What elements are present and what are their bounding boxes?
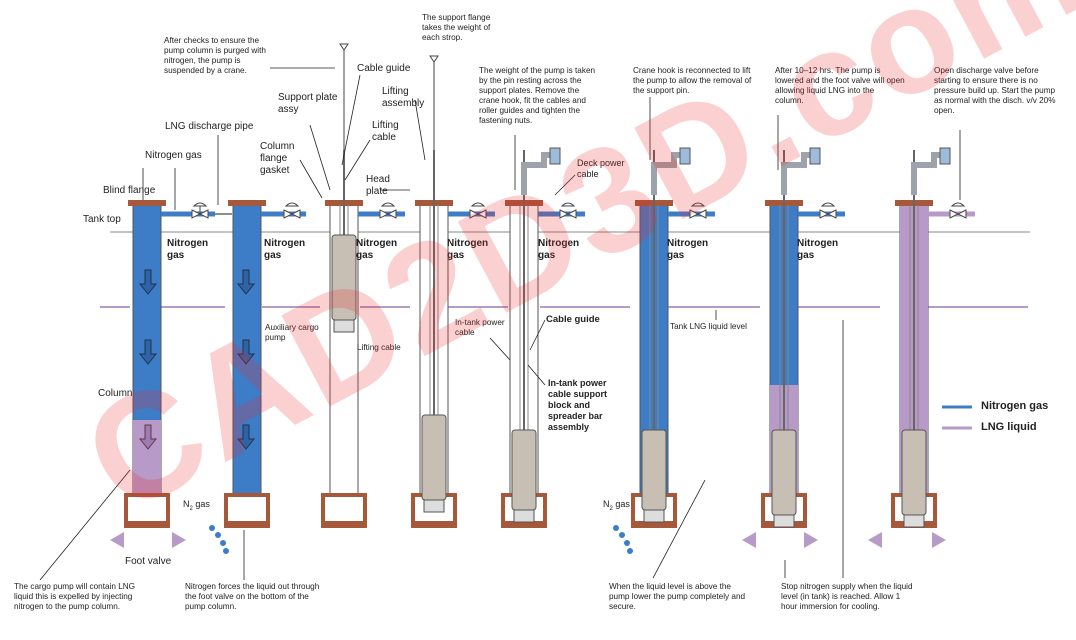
note-3: The weight of the pump is taken by the p… (479, 66, 596, 125)
label-blind-flange: Blind flange (103, 185, 156, 196)
note-bottom-1: The cargo pump will contain LNG liquid t… (14, 582, 136, 611)
label-cable-guide-bold: Cable guide (546, 314, 600, 325)
label-lng-discharge-pipe: LNG discharge pipe (165, 121, 254, 132)
legend-lng-label: LNG liquid (981, 421, 1037, 433)
column-2 (209, 200, 306, 554)
label-col5-nitrogen: Nitrogen gas (538, 238, 580, 261)
legend-nitrogen-label: Nitrogen gas (981, 400, 1049, 412)
label-column: Column (98, 388, 133, 399)
label-col6-nitrogen: Nitrogen gas (667, 238, 709, 261)
label-col1-nitrogen: Nitrogen gas (167, 238, 209, 261)
column-8 (891, 147, 975, 528)
label-head-plate: Head plate (366, 174, 390, 197)
label-lifting-cable-top: Lifting cable (372, 120, 399, 143)
column-6 (631, 147, 715, 528)
note-5: After 10–12 hrs. The pump is lowered and… (775, 66, 905, 105)
label-support-block: In-tank power cable support block and sp… (548, 378, 608, 432)
label-col2-nitrogen: Nitrogen gas (264, 238, 306, 261)
label-n2-gas-1: N2 gas (183, 499, 210, 512)
label-tank-lng-level: Tank LNG liquid level (670, 322, 747, 331)
note-bottom-3: When the liquid level is above the pump … (609, 582, 746, 611)
label-col7-nitrogen: Nitrogen gas (797, 238, 839, 261)
label-support-plate-assy: Support plate assy (278, 92, 338, 115)
column-1 (110, 200, 232, 548)
n2-bubbles-col6 (613, 525, 633, 554)
note-bottom-4: Stop nitrogen supply when the liquid lev… (781, 582, 913, 611)
label-auxiliary-cargo-pump: Auxiliary cargo pump (265, 323, 319, 342)
leader-lines (39, 67, 961, 581)
column-3 (321, 150, 405, 528)
label-tank-top: Tank top (83, 214, 121, 225)
note-bottom-2: Nitrogen forces the liquid out through t… (185, 582, 320, 611)
label-cable-guide-top: Cable guide (357, 63, 411, 74)
inflow-arrows (742, 532, 946, 548)
label-nitrogen-gas-top: Nitrogen gas (145, 150, 202, 161)
label-foot-valve: Foot valve (125, 556, 172, 567)
label-in-tank-power-cable: In-tank power cable (455, 318, 505, 337)
column-5 (501, 147, 585, 528)
note-6: Open discharge valve before starting to … (934, 66, 1056, 115)
note-1: After checks to ensure the pump column i… (164, 36, 266, 75)
label-column-flange-gasket: Column flange gasket (260, 141, 295, 176)
note-2: The support flange takes the weight of e… (422, 13, 491, 42)
column-7 (761, 147, 845, 528)
label-lifting-cable: Lifting cable (357, 343, 401, 352)
note-4: Crane hook is reconnected to lift the pu… (633, 66, 752, 95)
label-deck-power-cable: Deck power cable (577, 158, 625, 179)
label-lifting-assembly: Lifting assembly (382, 86, 425, 109)
label-n2-gas-2: N2 gas (603, 499, 630, 512)
column-4 (411, 150, 495, 528)
label-col3-nitrogen: Nitrogen gas (356, 238, 398, 261)
label-col4-nitrogen: Nitrogen gas (447, 238, 489, 261)
